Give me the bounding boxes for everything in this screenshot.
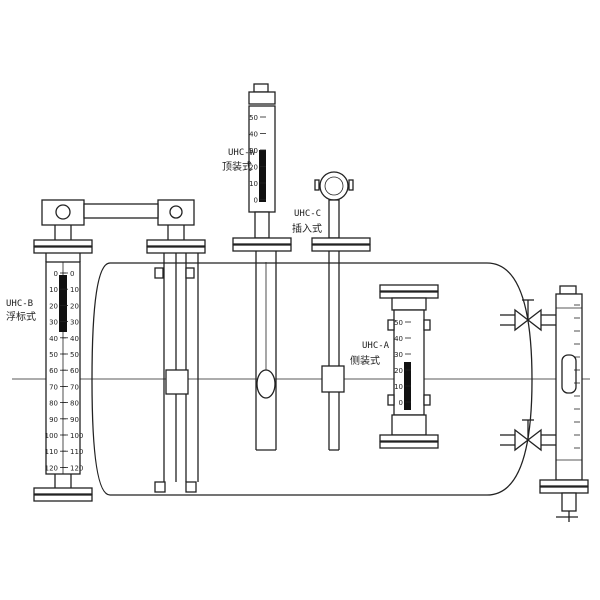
float-scale-left-tick-label: 90 <box>49 416 58 424</box>
external-gauge-scale <box>574 304 580 449</box>
label-uhc-c-model: UHC-C <box>294 209 321 219</box>
side-mount-scale-tick-label: 0 <box>399 399 403 407</box>
float-scale-right-tick-label: 80 <box>70 400 79 408</box>
float-scale-left-tick-label: 40 <box>49 335 58 343</box>
float-scale-right-tick-label: 70 <box>70 383 79 391</box>
float-scale-right-tick-label: 60 <box>70 367 79 375</box>
label-uhc-w-name: 顶装式 <box>222 160 252 173</box>
float-scale-left-tick-label: 0 <box>54 270 58 278</box>
float-scale-left-tick-label: 50 <box>49 351 58 359</box>
float-scale-right-tick-label: 0 <box>70 270 74 278</box>
top-mount-scale-tick-label: 10 <box>249 180 258 188</box>
top-mount-indicator-bar <box>259 150 266 202</box>
float-gauge-uhc-b <box>33 199 206 502</box>
top-mount-scale: 50 40 30 20 10 0 <box>249 114 266 205</box>
label-uhc-b-name: 浮标式 <box>6 310 36 323</box>
float-scale-right-tick-label: 90 <box>70 416 79 424</box>
float-scale-right-tick-label: 40 <box>70 335 79 343</box>
side-mount-gauge-uhc-a <box>379 284 439 449</box>
float-scale-left-tick-label: 120 <box>45 464 58 472</box>
top-mount-float <box>256 369 276 399</box>
float-scale-right-tick-label: 30 <box>70 319 79 327</box>
float-scale-left-tick-label: 60 <box>49 367 58 375</box>
float-scale-right-tick-label: 50 <box>70 351 79 359</box>
side-mount-scale-tick-label: 40 <box>394 335 403 343</box>
top-mount-scale-tick-label: 20 <box>249 164 258 172</box>
float-scale-left-tick-label: 110 <box>45 448 58 456</box>
top-mount-scale-tick-label: 30 <box>249 147 258 155</box>
top-mount-gauge-uhc-w <box>232 83 292 451</box>
side-mount-scale: 50 40 30 20 10 0 <box>394 319 411 407</box>
side-mount-scale-tick-label: 50 <box>394 319 403 327</box>
float-scale-left-tick-label: 80 <box>49 400 58 408</box>
top-mount-scale-tick-label: 0 <box>254 197 258 205</box>
tank <box>12 262 590 496</box>
side-mount-scale-tick-label: 30 <box>394 351 403 359</box>
float-scale-left-tick-label: 30 <box>49 319 58 327</box>
insertion-transmitter-head <box>319 171 349 201</box>
external-gauge-right <box>500 285 589 522</box>
insertion-float <box>321 365 345 393</box>
label-uhc-a-model: UHC-A <box>362 341 390 351</box>
float-scale-right: 0 10 20 30 40 50 60 70 80 90 100 110 120 <box>62 270 83 472</box>
top-mount-scale-tick-label: 40 <box>249 131 258 139</box>
float-scale-left-tick-label: 10 <box>49 286 58 294</box>
float-scale-left-tick-label: 20 <box>49 302 58 310</box>
float-scale-right-tick-label: 10 <box>70 286 79 294</box>
side-mount-scale-tick-label: 20 <box>394 367 403 375</box>
float-scale-right-tick-label: 20 <box>70 302 79 310</box>
upper-valve-icon <box>514 308 530 332</box>
label-uhc-a-name: 侧装式 <box>350 354 380 367</box>
float-scale-right-tick-label: 100 <box>70 432 83 440</box>
label-uhc-w-model: UHC-W <box>228 148 256 158</box>
float-indicator-bar <box>59 275 67 332</box>
float-scale-right-tick-label: 110 <box>70 448 83 456</box>
lower-valve-icon <box>514 428 530 452</box>
top-mount-scale-tick-label: 50 <box>249 114 258 122</box>
float-scale-left-tick-label: 100 <box>45 432 58 440</box>
side-mount-scale-tick-label: 10 <box>394 383 403 391</box>
float-scale-left-tick-label: 70 <box>49 383 58 391</box>
label-uhc-c-name: 插入式 <box>292 222 322 235</box>
label-uhc-b-model: UHC-B <box>6 299 33 309</box>
insertion-gauge-uhc-c <box>311 171 371 451</box>
float-scale-right-tick-label: 120 <box>70 464 83 472</box>
